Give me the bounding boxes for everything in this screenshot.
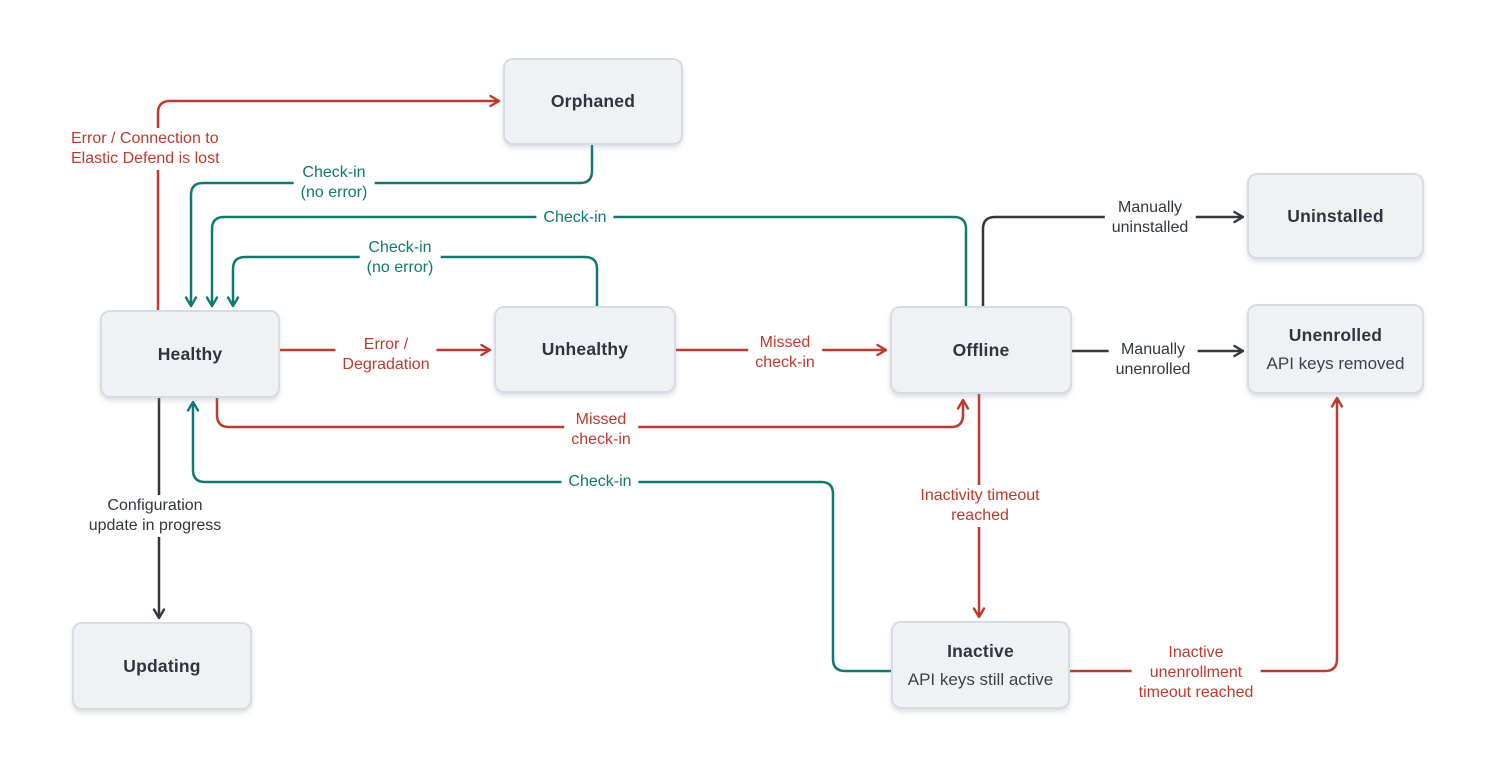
edge-label-healthy-unhealthy: Error / Degradation [335,334,437,376]
node-label: Inactive [947,640,1014,661]
edge-label-unhealthy-healthy: Check-in (no error) [359,237,441,279]
node-orphaned: Orphaned [503,58,683,145]
node-label: Orphaned [550,91,636,111]
edge-label-healthy-offline: Missed check-in [564,409,638,451]
edge-label-healthy-updating: Configuration update in progress [81,495,229,537]
edge-label-offline-healthy: Check-in [536,207,614,229]
edge-label-healthy-orphaned: Error / Connection to Elastic Defend is … [64,128,227,170]
edge-inactive-healthy [186,400,891,673]
edge-label-offline-unenrolled: Manually unenrolled [1108,339,1198,381]
node-healthy: Healthy [100,310,280,398]
edge-label-inactive-unenrolled: Inactive unenrollment timeout reached [1131,642,1261,704]
node-updating: Updating [72,622,252,710]
edge-label-orphaned-healthy: Check-in (no error) [293,162,375,204]
edge-orphaned-healthy [184,145,594,308]
node-label: Healthy [157,343,223,364]
edge-offline-uninstalled [981,210,1245,306]
edge-label-offline-inactive: Inactivity timeout reached [913,485,1047,527]
edge-offline-healthy [205,215,968,308]
node-sublabel: API keys still active [907,669,1054,689]
node-unhealthy: Unhealthy [494,306,676,393]
edge-label-offline-uninstalled: Manually uninstalled [1104,197,1196,239]
node-label: Offline [952,339,1010,360]
edge-inactive-unenrolled [1070,396,1344,673]
edge-label-inactive-healthy: Check-in [561,471,639,493]
node-offline: Offline [890,306,1072,394]
node-uninstalled: Uninstalled [1247,173,1424,259]
node-label: Updating [123,655,201,676]
edge-healthy-orphaned [156,94,501,310]
node-label: Uninstalled [1287,205,1384,226]
node-label: Unenrolled [1288,324,1383,345]
node-sublabel: API keys removed [1266,353,1405,373]
edge-label-unhealthy-offline: Missed check-in [748,332,822,374]
node-label: Unhealthy [541,339,629,359]
